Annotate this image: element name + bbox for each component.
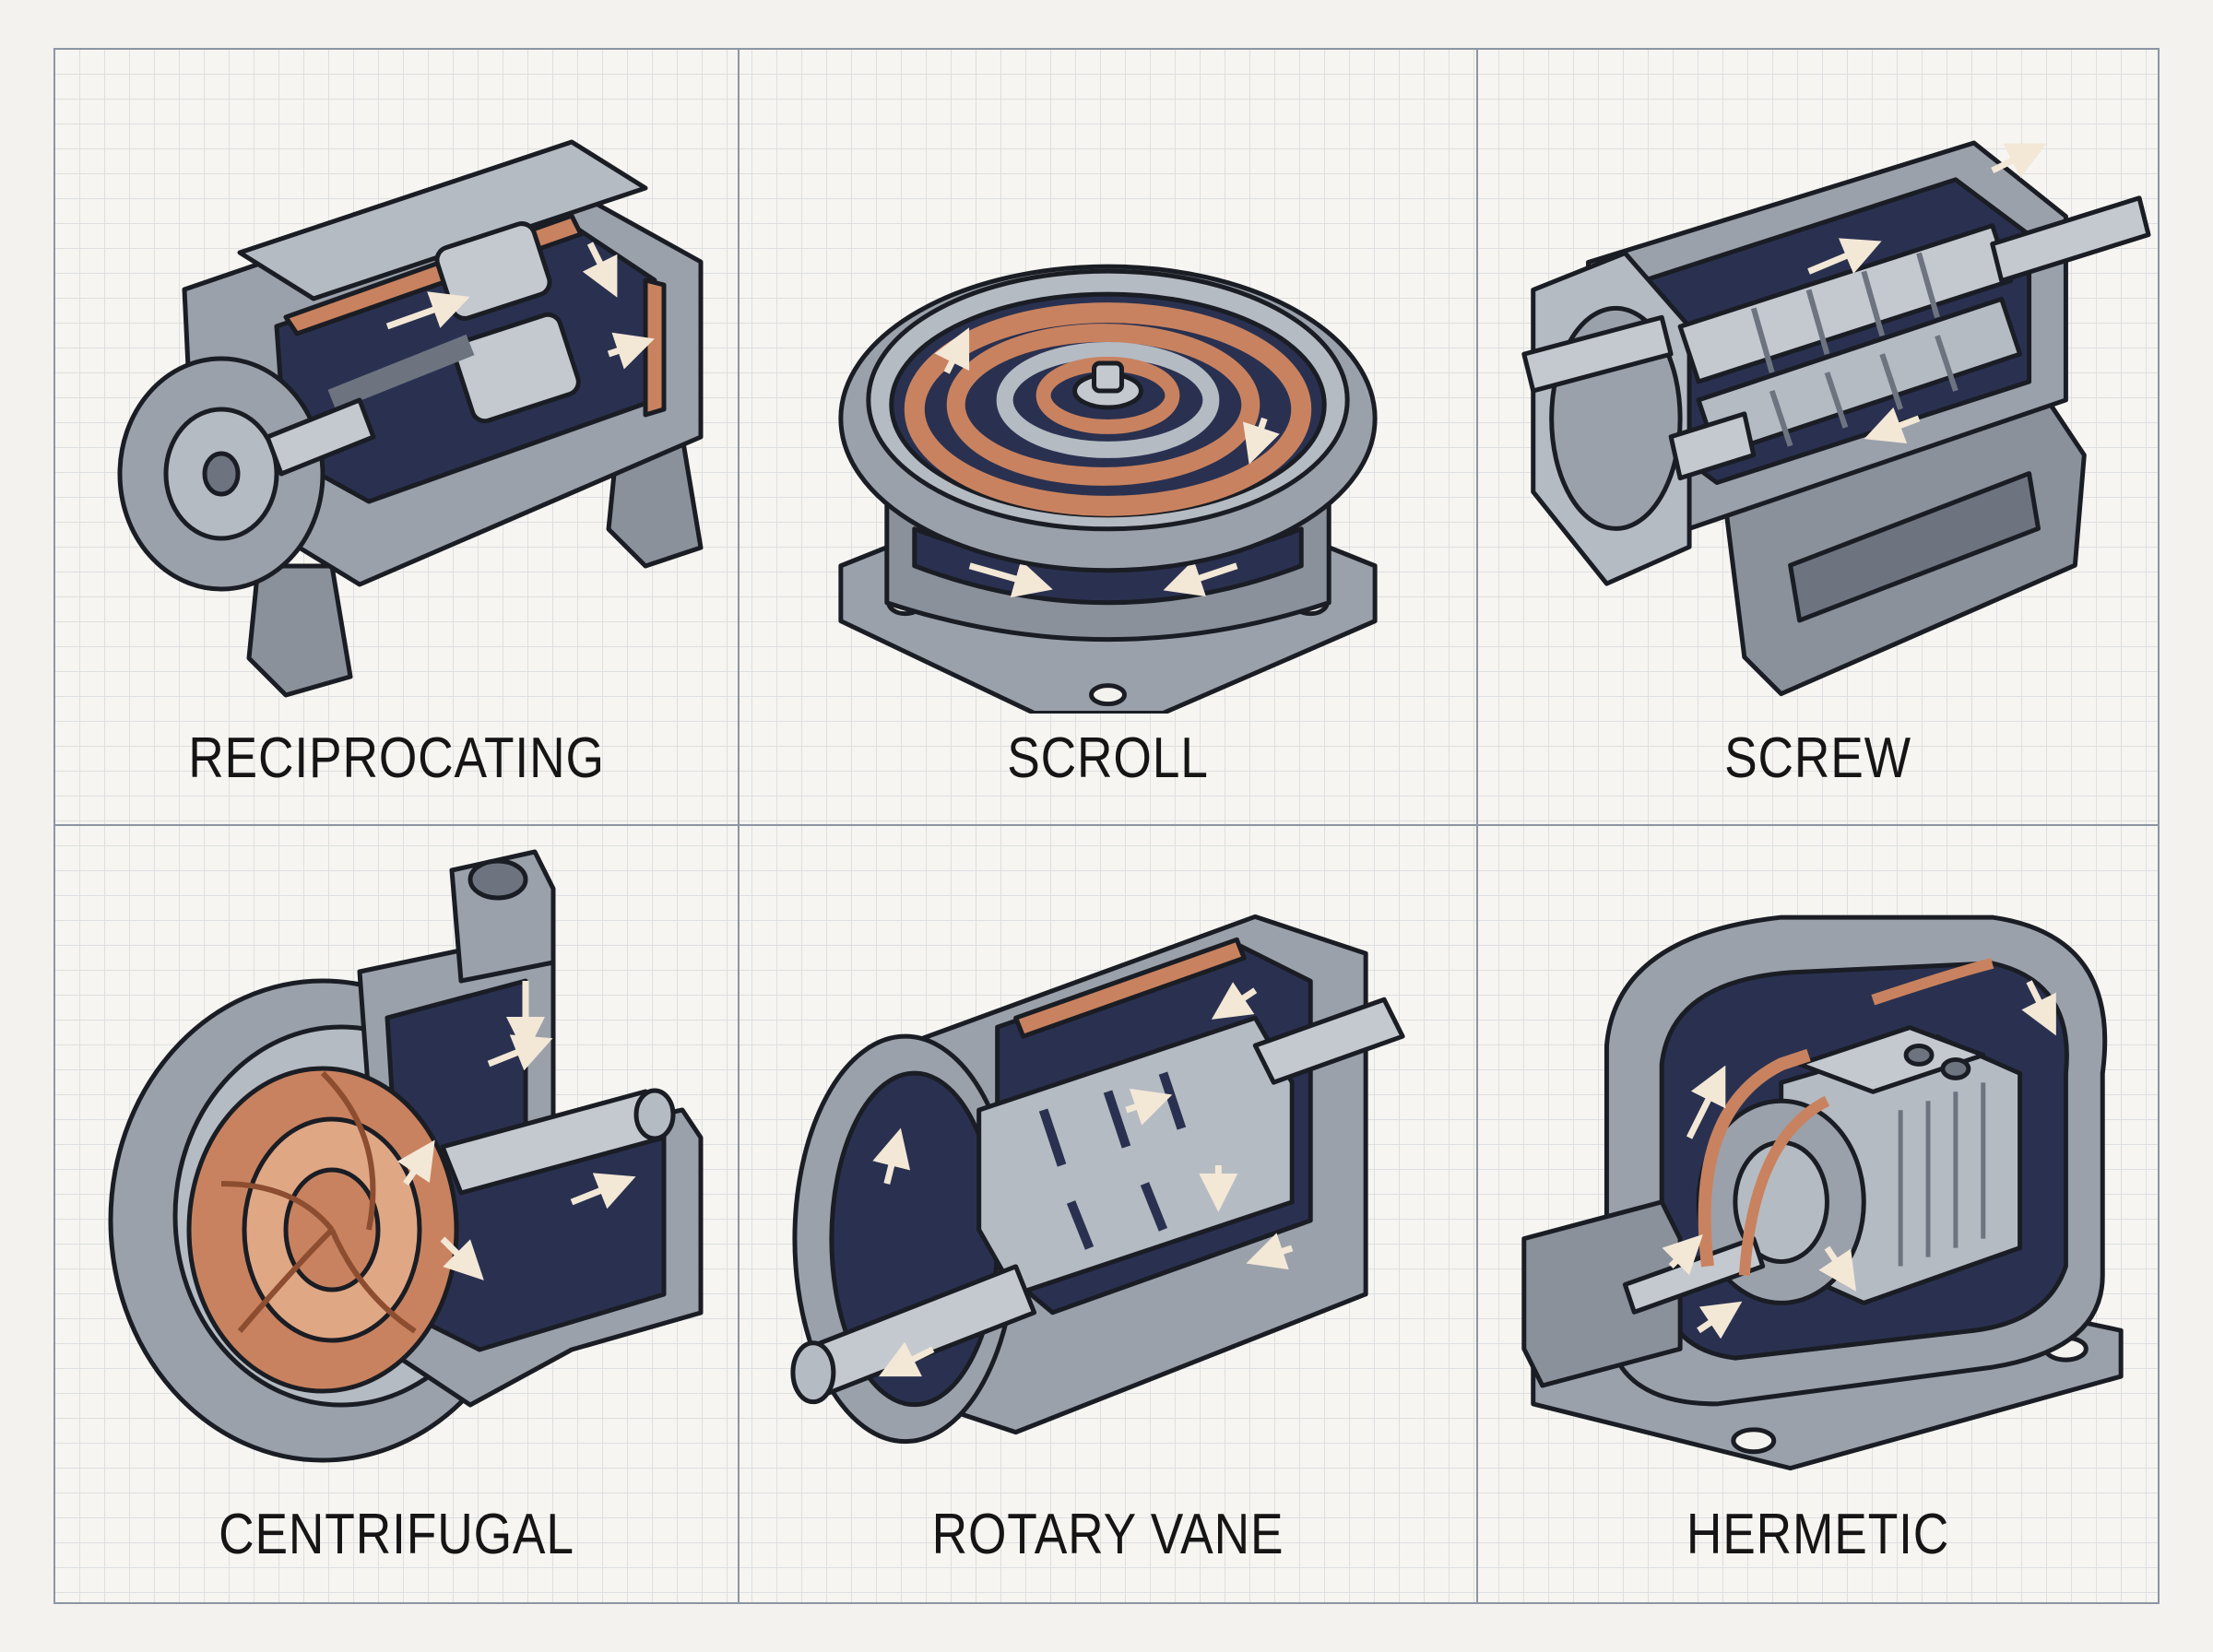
label-screw: SCREW	[1724, 726, 1911, 790]
screw-compressor-icon	[1478, 50, 2158, 714]
panel-screw: SCREW	[1478, 50, 2158, 826]
panel-rotary-vane: ROTARY VANE	[740, 826, 1478, 1602]
centrifugal-compressor-icon	[55, 833, 738, 1488]
label-rotary-vane: ROTARY VANE	[931, 1503, 1284, 1566]
reciprocating-compressor-icon	[55, 50, 738, 714]
label-centrifugal: CENTRIFUGAL	[219, 1503, 574, 1566]
diagram-sheet: RECIPROCATING	[53, 48, 2160, 1604]
scroll-compressor-icon	[740, 50, 1476, 714]
rotary-vane-compressor-icon	[740, 833, 1476, 1488]
panel-reciprocating: RECIPROCATING	[55, 50, 740, 826]
label-scroll: SCROLL	[1007, 726, 1209, 790]
hermetic-compressor-icon	[1478, 833, 2158, 1488]
label-reciprocating: RECIPROCATING	[188, 726, 605, 790]
panel-hermetic: HERMETIC	[1478, 826, 2158, 1602]
panel-scroll: SCROLL	[740, 50, 1478, 826]
panel-centrifugal: CENTRIFUGAL	[55, 826, 740, 1602]
label-hermetic: HERMETIC	[1686, 1503, 1950, 1566]
